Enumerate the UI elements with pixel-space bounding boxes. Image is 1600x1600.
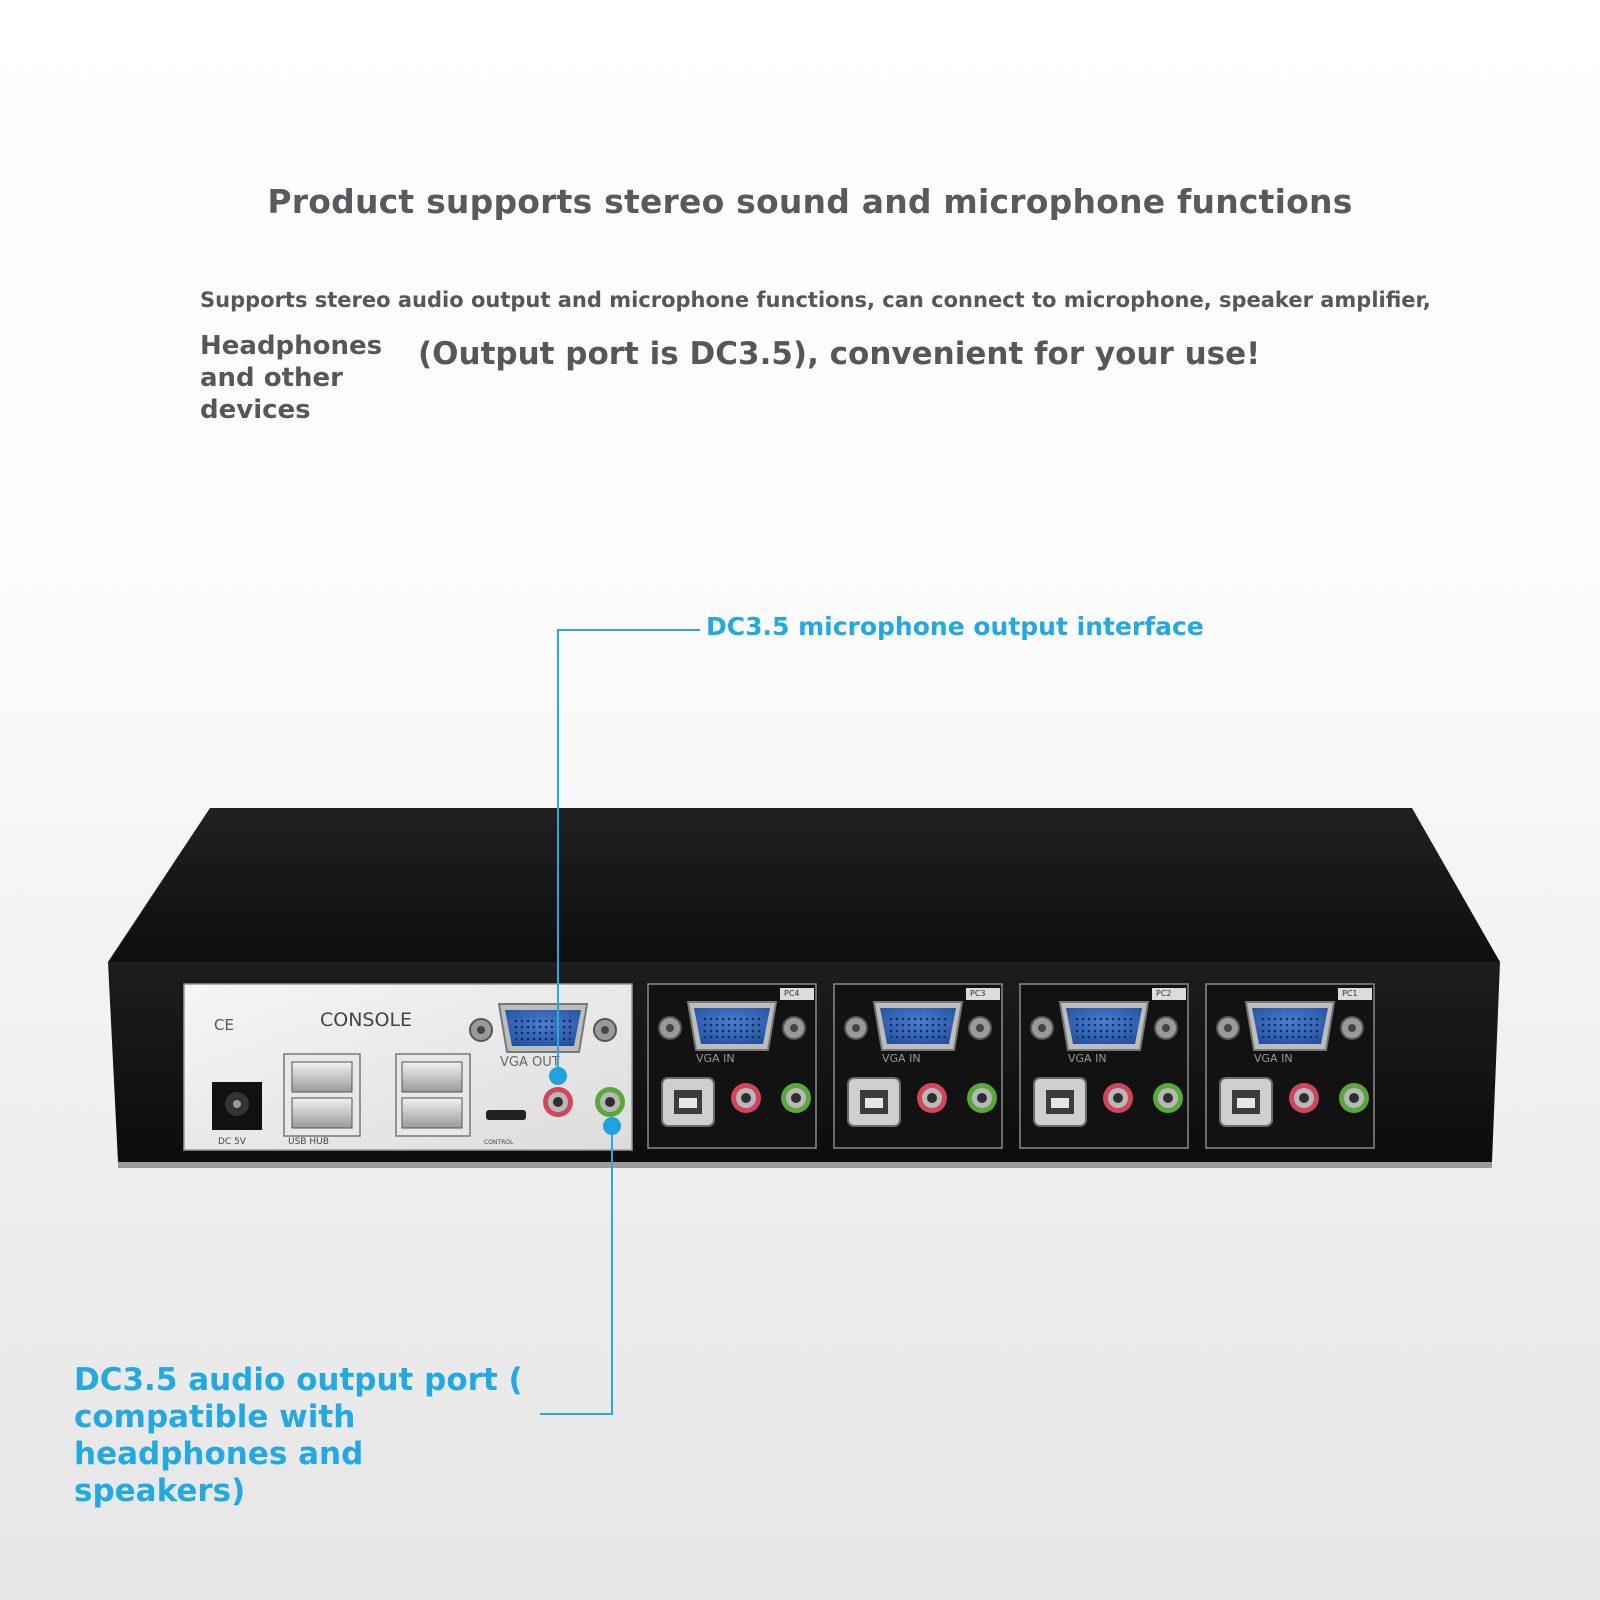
audio-callout-dot [603,1117,621,1135]
console-label: CONSOLE [320,1009,412,1031]
vga-in-label-3: VGA IN [882,1052,921,1065]
headline: Product supports stereo sound and microp… [267,182,1353,221]
mic-callout-dot [549,1067,567,1085]
audio-callout-leader [540,1126,613,1415]
pc-label-1: PC1 [1342,989,1358,998]
audio-callout-label: DC3.5 audio output port ( compatible wit… [74,1362,523,1509]
usb-hub-label: USB HUB [288,1137,329,1147]
description-line-2-part-2: (Output port is DC3.5), convenient for y… [418,336,1261,372]
pc-label-3: PC3 [970,989,986,998]
vga-out-label: VGA OUT [500,1055,560,1070]
console-audio-jack [595,1087,625,1117]
console-mic-jack [543,1087,573,1117]
description-line-1: Supports stereo audio output and microph… [200,288,1431,312]
ce-mark: CE [214,1016,234,1034]
pc-panel-1: PC1 VGA IN [1206,984,1374,1148]
pc-panel-2: PC2 VGA IN [1020,984,1188,1148]
mic-callout-leader [557,629,700,1076]
pc-panel-3: PC3 VGA IN [834,984,1002,1148]
pc-label-2: PC2 [1156,989,1172,998]
vga-in-label-2: VGA IN [1068,1052,1107,1065]
description-line-2-part-1: Headphones and other devices [200,331,383,425]
chassis-top [108,808,1500,962]
vga-in-label-4: VGA IN [696,1052,735,1065]
control-label: CONTROL [484,1139,514,1146]
pc-panel-4: PC4 VGA IN [648,984,816,1148]
vga-in-label-1: VGA IN [1254,1052,1293,1065]
dc-label: DC 5V [218,1137,247,1147]
mic-callout-label: DC3.5 microphone output interface [706,612,1204,641]
pc-label-4: PC4 [784,989,800,998]
